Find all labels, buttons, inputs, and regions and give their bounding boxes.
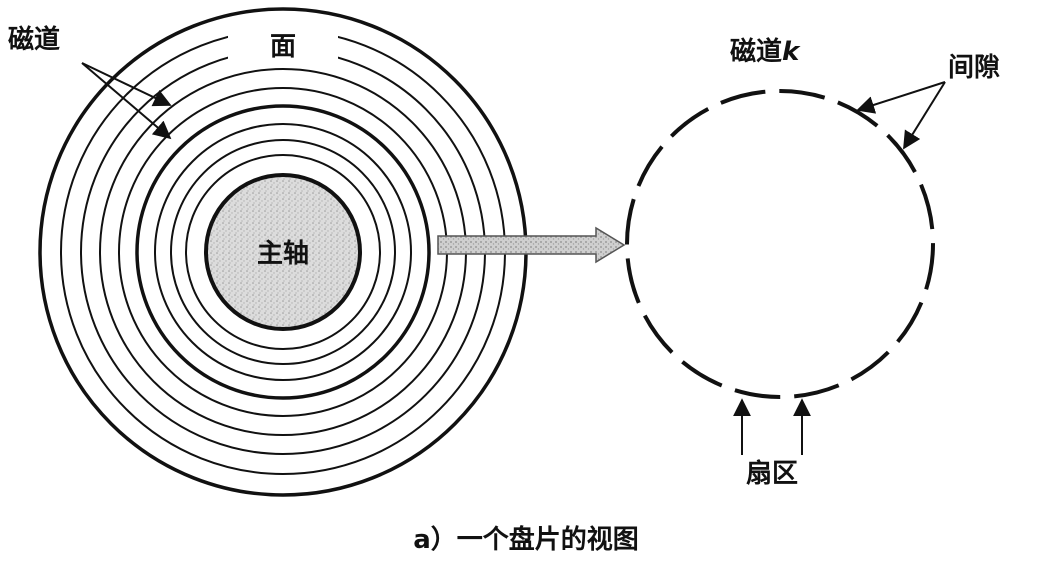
platter [38,7,528,497]
track-pointer-arrow [81,62,172,107]
figure-caption: a）一个盘片的视图 [413,524,639,555]
track-k-label: 磁道k [730,36,801,67]
surface-label: 面 [270,32,296,62]
gap-pointer-arrow [856,81,946,114]
track-label: 磁道 [8,24,60,55]
gap-pointer-arrow [903,81,946,150]
track-ring [170,139,396,365]
surface-label-gap [228,18,338,62]
track-ring [154,123,412,381]
track-k-sectors [625,89,935,399]
track-k [625,89,935,399]
spindle-label: 主轴 [257,239,309,269]
sector-label: 扇区 [746,458,798,489]
zoom-arrow [437,226,626,264]
gap-label: 间隙 [948,53,1000,83]
track-ring [185,154,381,350]
track-ring-bold [135,104,431,400]
spindle [204,173,362,331]
track-pointer-arrow [81,62,172,140]
